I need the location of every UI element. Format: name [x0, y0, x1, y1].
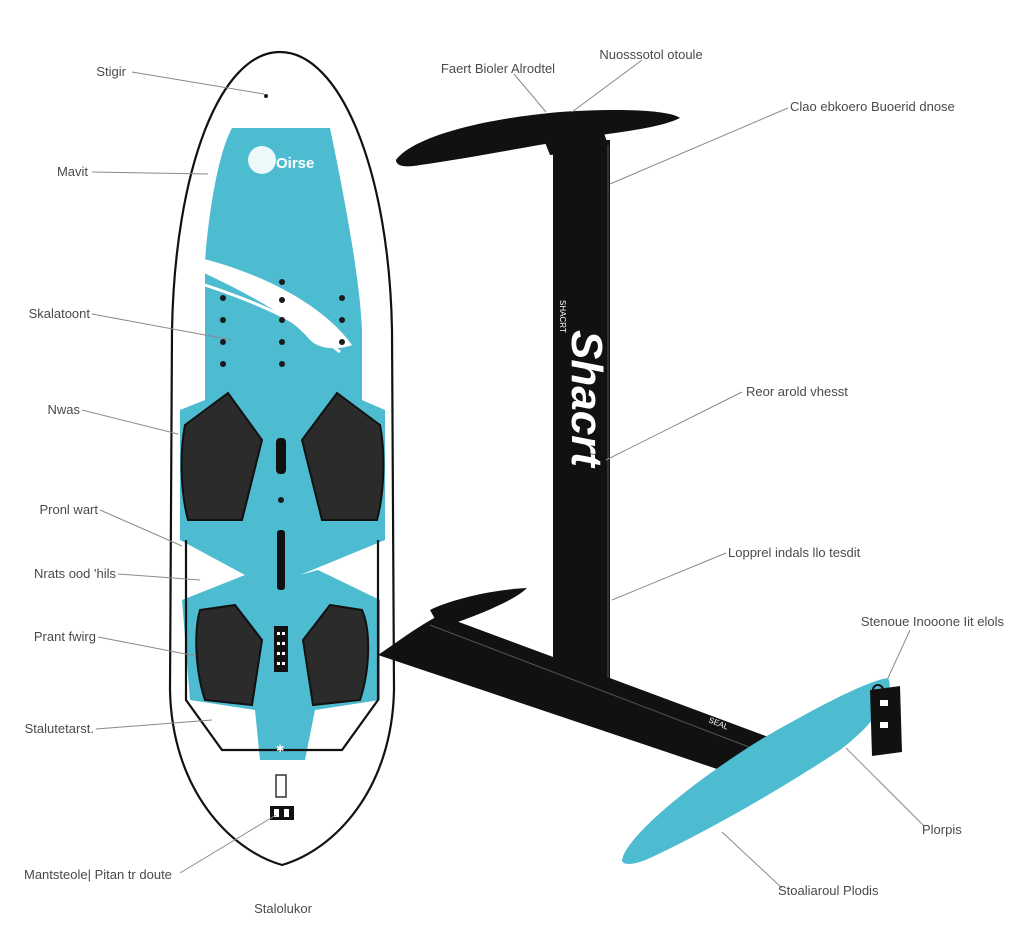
rear-wing-left [430, 588, 527, 628]
label-stabilizer-screws: Stenoue Inooone Iit elols [861, 614, 1005, 629]
label-rear-wing: Reor arold vhesst [746, 384, 848, 399]
rear-left-pad [195, 603, 264, 707]
label-fuse-tail: Plorpis [922, 822, 962, 837]
board-stripe-thin [204, 283, 341, 354]
leash-plug [270, 806, 294, 820]
board-stripe [200, 258, 352, 349]
board-outline [168, 50, 396, 867]
mast [553, 140, 610, 685]
label-front-wing-left: Prant fwirg [34, 629, 96, 644]
label-front-mount: Pronl wart [39, 502, 98, 517]
label-fuselage: Lopprel indals llo tesdit [728, 545, 861, 560]
hydrofoil: Shacrt SHACRT SEAL [378, 110, 902, 864]
front-left-pad [180, 391, 264, 521]
mast-small-text: SHACRT [558, 300, 567, 333]
mast-plate-dots [277, 632, 285, 665]
mast-plate [274, 626, 288, 672]
label-mast-wing-top: Nuosssotol otoule [599, 47, 702, 62]
fuselage [378, 615, 790, 775]
fuselage-highlight [429, 624, 771, 756]
label-nuts-and-bits: Nrats ood 'hils [34, 566, 116, 581]
leader-lines [81, 59, 925, 889]
label-front-board-mount: Faert Bioler Alrodtel [441, 61, 555, 76]
label-stabilizer-wing: Stoaliaroul Plodis [778, 883, 879, 898]
label-front-wing-right: Clao ebkoero Buoerid dnose [790, 99, 955, 114]
mast-track-main [277, 530, 285, 590]
front-wing-top [396, 110, 680, 167]
mast-track-front [276, 438, 286, 474]
label-mast-track: Mavit [57, 164, 88, 179]
stabilizer-wing [622, 678, 890, 864]
board: Oirse ✱ [168, 50, 396, 867]
label-mount-plate: Mantsteole| Pitan tr doute [24, 867, 172, 882]
board-inserts [220, 279, 345, 367]
label-stabilizer-bottom: Stalolukor [254, 901, 312, 916]
mast-logo: Shacrt [562, 330, 611, 469]
board-tail-inner-outline [184, 540, 380, 752]
label-stinger: Stigir [96, 64, 126, 79]
label-stabilizer-mount: Skalatoont [29, 306, 91, 321]
board-logo: Oirse [276, 155, 314, 172]
tail-fitting [275, 774, 287, 798]
label-stabilizer-plate: Stalutetarst. [25, 721, 94, 736]
rear-right-pad [301, 603, 370, 707]
labels: Stigir Mavit Skalatoont Nwas Pronl wart … [24, 47, 1004, 916]
board-tail-star: ✱ [276, 744, 284, 755]
board-logo-mark [248, 146, 276, 174]
front-right-pad [300, 391, 385, 521]
stabilizer-bracket [870, 686, 902, 756]
label-nose: Nwas [47, 402, 80, 417]
